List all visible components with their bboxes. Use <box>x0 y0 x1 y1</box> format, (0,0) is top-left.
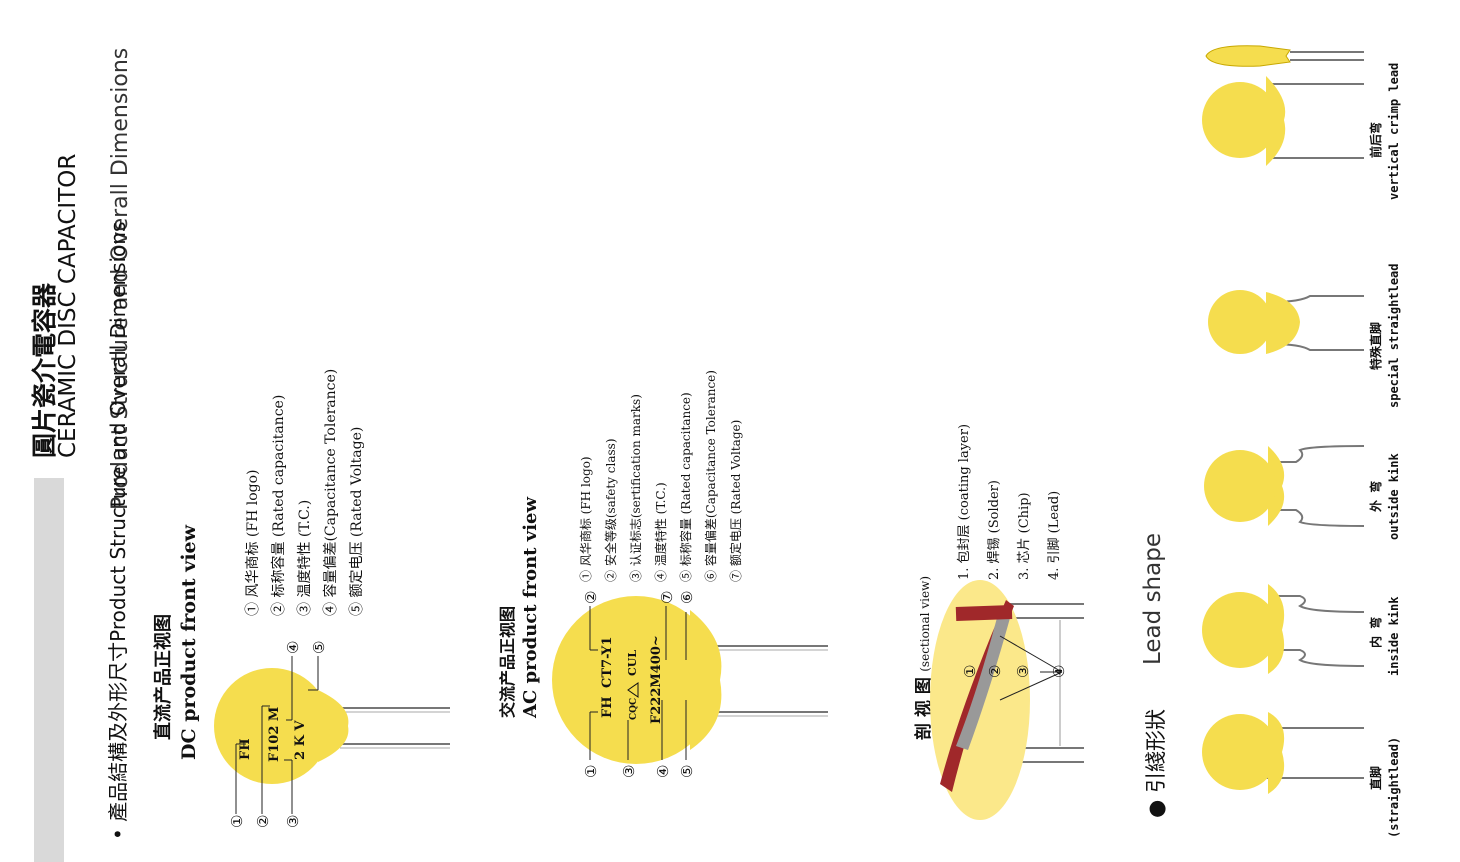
lead-shape-straight <box>1202 712 1364 794</box>
lead-shape-special-straight <box>1208 290 1364 354</box>
section-callout: ③ <box>1014 665 1032 678</box>
section-callout: ① <box>961 665 979 678</box>
dc-mark-logo: FH <box>238 738 253 760</box>
dc-disc <box>214 668 330 784</box>
ac-capacitor-diagram: FH CT7-Y1 CQC CUL F222M400~ ① ② ③ ④ ⑤ ⑥ … <box>552 591 828 778</box>
ac-callout: ① <box>582 765 600 778</box>
section-callout: ② <box>986 665 1004 678</box>
lead-shape-vertical-crimp <box>1202 45 1364 166</box>
lead-shape-outside-kink <box>1204 445 1365 527</box>
dc-capacitor-diagram: FH F102 M 2 K V ① ② ③ ④ ⑤ <box>214 641 450 828</box>
ac-mark-logo: FH <box>600 696 615 718</box>
dc-callout: ② <box>254 815 272 828</box>
section-callout: ④ <box>1050 665 1068 678</box>
dc-mark-cap: F102 M <box>267 707 282 762</box>
dc-mark-volt: 2 K V <box>293 720 308 760</box>
ac-callout: ⑥ <box>678 591 696 604</box>
warning-triangle-icon <box>627 682 639 698</box>
ac-disc <box>552 596 720 764</box>
dc-callout: ⑤ <box>310 641 328 654</box>
lead-shapes <box>1202 45 1365 794</box>
ac-callout: ⑤ <box>678 765 696 778</box>
ac-callout: ② <box>582 591 600 604</box>
lead-shape-inside-kink <box>1202 584 1365 674</box>
dc-callout: ③ <box>284 815 302 828</box>
ac-callout: ③ <box>620 765 638 778</box>
sectional-view-diagram: ① ② ③ ④ <box>930 580 1084 820</box>
decorative-gray-bar <box>34 478 64 862</box>
ac-mark-cqc: CQC <box>629 698 639 720</box>
ac-callout: ④ <box>654 765 672 778</box>
ac-mark-value: F222M400~ <box>649 635 664 724</box>
ac-mark-class: CT7-Y1 <box>600 637 615 688</box>
dc-callout: ① <box>228 815 246 828</box>
ac-callout: ⑦ <box>658 591 676 604</box>
dc-callout: ④ <box>284 641 302 654</box>
ac-mark-cul: CUL <box>626 650 639 676</box>
section-chip <box>956 614 1010 750</box>
